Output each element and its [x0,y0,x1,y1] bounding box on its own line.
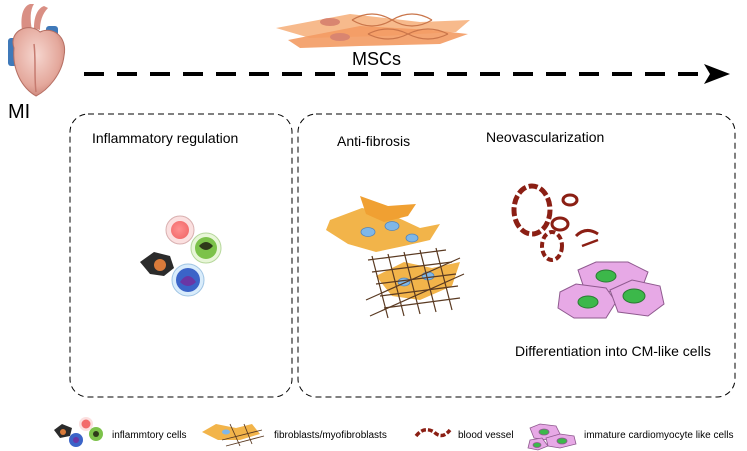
legend-cardiomyocyte-icon [527,423,577,451]
differentiation-title: Differentiation into CM-like cells [515,343,711,359]
legend-inflammatory-label: inflammtory cells [112,430,187,441]
msc-label: MSCs [352,49,401,69]
legend-cardiomyocyte-label: immature cardiomyocyte like cells [584,430,734,441]
legend-fibroblast-icon [202,423,265,447]
inflammatory-regulation-title: Inflammatory regulation [92,130,239,146]
legend-inflammatory-icon [54,417,103,447]
timeline-arrow-head [704,64,730,84]
legend-vessel-icon [414,428,452,438]
legend-vessel-label: blood vessel [458,430,514,441]
msc-cells-icon [276,13,470,48]
legend-fibroblast-label: fibroblasts/myofibroblasts [274,430,387,441]
cardiomyocyte-cluster [557,261,665,319]
fibroblast-cluster [326,196,465,319]
repair-panel [297,113,736,398]
mi-label: MI [8,101,31,123]
inflammatory-cells-cluster [140,215,222,297]
anti-fibrosis-title: Anti-fibrosis [337,133,411,149]
blood-vessel-cluster [511,183,599,262]
neovascularization-title: Neovascularization [486,129,605,145]
heart-icon [8,4,66,97]
inflammatory-panel [69,113,293,398]
